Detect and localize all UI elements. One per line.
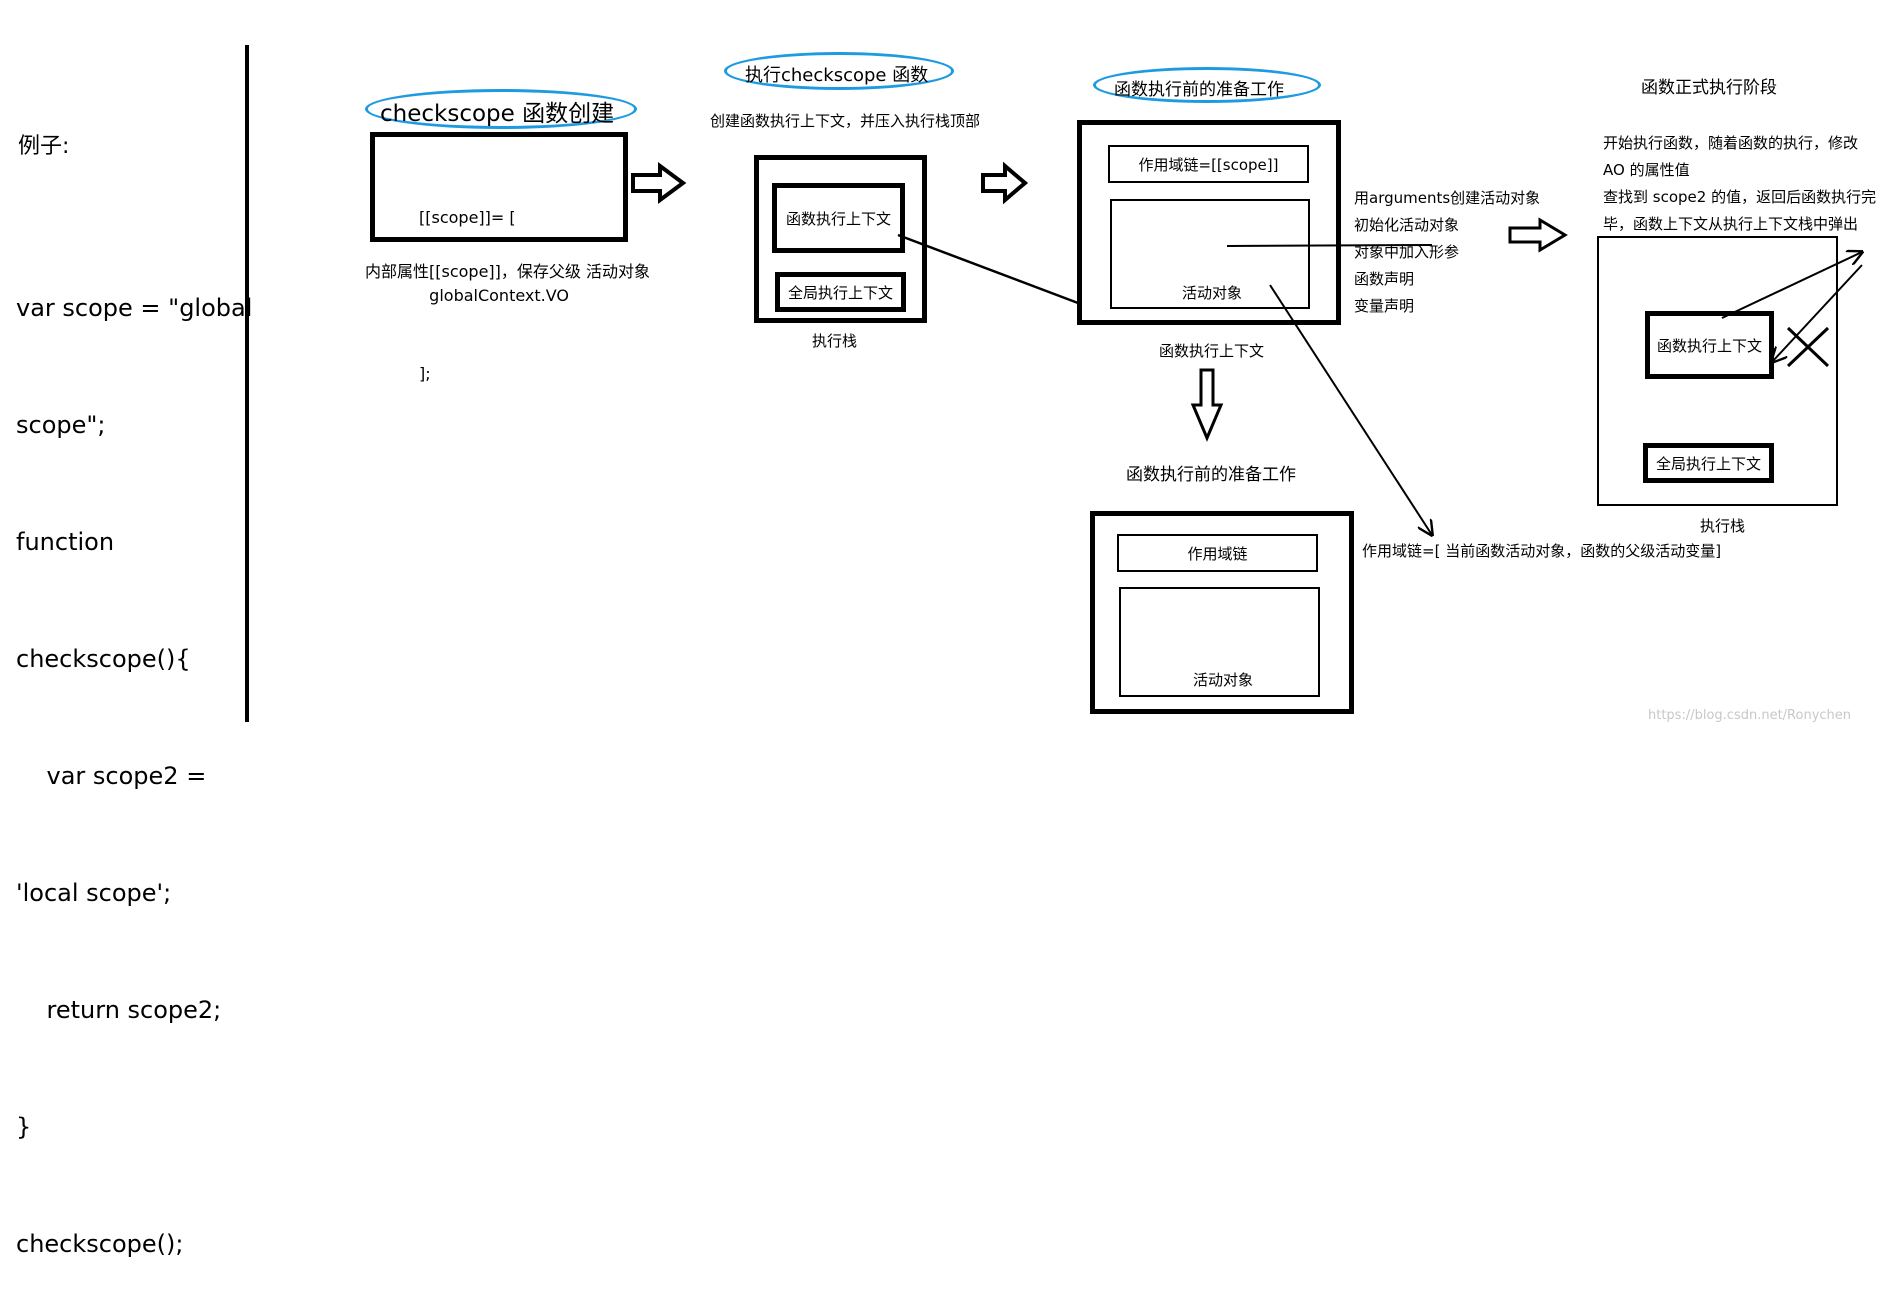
stage1-scope-code: [[scope]]= [ globalContext.VO ]; — [419, 153, 569, 439]
stage3-function-context-box — [1077, 120, 1341, 325]
stage5-function-context-label: 函数执行上下文 — [1656, 336, 1762, 355]
watermark: https://blog.csdn.net/Ronychen — [1648, 708, 1852, 723]
stage1-note: 内部属性[[scope]]，保存父级 活动对象 — [365, 262, 650, 281]
pop-out-arrow — [1721, 252, 1862, 319]
stage3-title: 函数执行前的准备工作 — [1114, 80, 1284, 100]
desc-line: 查找到 scope2 的值，返回后函数执行完 — [1603, 188, 1877, 206]
stage5-global-context: 全局执行上下文 — [1643, 443, 1774, 483]
stage2-global-context-label: 全局执行上下文 — [787, 283, 893, 302]
code-line: var scope2 = — [16, 762, 207, 790]
desc-line: 开始执行函数，随着函数的执行，修改 — [1603, 134, 1859, 152]
code-line: checkscope(){ — [16, 645, 191, 673]
code-line: 'local scope'; — [16, 879, 172, 907]
stage2-function-context-label: 函数执行上下文 — [785, 209, 891, 228]
stage5-exec-stack — [1597, 236, 1838, 506]
scope-code-line: globalContext.VO — [419, 286, 569, 305]
stage3-scope-chain-label: 作用域链=[[scope]] — [1138, 155, 1279, 174]
hollow-arrow-icon — [981, 161, 1029, 205]
stage2-subtitle: 创建函数执行上下文，并压入执行栈顶部 — [710, 112, 981, 130]
scope-code-line: [[scope]]= [ — [419, 208, 516, 227]
ao-arrow-line — [1226, 244, 1433, 247]
stage2-stack-label: 执行栈 — [812, 332, 858, 350]
stage3-steps: 用arguments创建活动对象 初始化活动对象 对象中加入形参 函数声明 变量… — [1354, 185, 1540, 320]
stage4-activation-object: 活动对象 — [1119, 587, 1320, 697]
stage3-activation-object-label: 活动对象 — [1182, 284, 1243, 302]
stage4-scope-chain: 作用域链 — [1117, 534, 1318, 572]
context-link-line — [897, 233, 1079, 305]
connector-layer — [245, 45, 1879, 722]
code-line: scope"; — [16, 411, 106, 439]
stage5-title: 函数正式执行阶段 — [1641, 78, 1777, 98]
code-line: checkscope(); — [16, 1230, 184, 1258]
step-item: 函数声明 — [1354, 270, 1415, 288]
code-line: } — [16, 1113, 32, 1141]
stage3-activation-object: 活动对象 — [1110, 199, 1310, 309]
stage2-global-context: 全局执行上下文 — [775, 272, 906, 312]
stage4-scope-chain-note: 作用域链=[ 当前函数活动对象，函数的父级活动变量] — [1362, 542, 1722, 560]
hollow-arrow-icon — [631, 162, 687, 204]
code-line: return scope2; — [16, 996, 222, 1024]
cross-icon — [1786, 326, 1830, 368]
stage2-function-context: 函数执行上下文 — [772, 183, 905, 253]
stage4-function-context-box — [1090, 511, 1354, 714]
stage1-scope-box: [[scope]]= [ globalContext.VO ]; — [370, 132, 628, 383]
stage5-stack-label: 执行栈 — [1700, 517, 1746, 535]
stage5-description: 开始执行函数，随着函数的执行，修改 AO 的属性值 查找到 scope2 的值，… — [1603, 130, 1876, 238]
code-line: function — [16, 528, 115, 556]
code-line: var scope = "global — [16, 294, 253, 322]
stage5-global-context-label: 全局执行上下文 — [1655, 454, 1761, 473]
desc-line: AO 的属性值 — [1603, 161, 1690, 179]
hollow-arrow-icon — [1508, 217, 1568, 253]
example-heading: 例子: — [18, 134, 70, 159]
stage2-exec-stack — [754, 155, 927, 323]
stage2-title-oval — [724, 52, 954, 90]
stage1-title: checkscope 函数创建 — [380, 101, 615, 127]
scope-code-line: ]; — [419, 364, 431, 383]
step-item: 变量声明 — [1354, 297, 1415, 315]
stage3-title-oval — [1093, 67, 1321, 103]
stage3-scope-chain: 作用域链=[[scope]] — [1108, 145, 1309, 183]
hollow-arrow-down-icon — [1190, 368, 1224, 442]
stage1-title-oval — [365, 89, 637, 129]
stage4-scope-chain-label: 作用域链 — [1187, 544, 1248, 563]
pop-out-arrow — [1772, 264, 1863, 362]
step-item: 初始化活动对象 — [1354, 216, 1460, 234]
stage5-function-context: 函数执行上下文 — [1645, 311, 1774, 379]
scope-chain-arrow — [1269, 284, 1432, 535]
stage4-activation-object-label: 活动对象 — [1193, 671, 1254, 689]
step-item: 对象中加入形参 — [1354, 243, 1460, 261]
stage3-context-caption: 函数执行上下文 — [1159, 342, 1265, 360]
stage4-title: 函数执行前的准备工作 — [1126, 465, 1296, 485]
desc-line: 毕，函数上下文从执行上下文栈中弹出 — [1603, 215, 1859, 233]
stage2-title: 执行checkscope 函数 — [745, 65, 929, 86]
step-item: 用arguments创建活动对象 — [1354, 189, 1541, 207]
